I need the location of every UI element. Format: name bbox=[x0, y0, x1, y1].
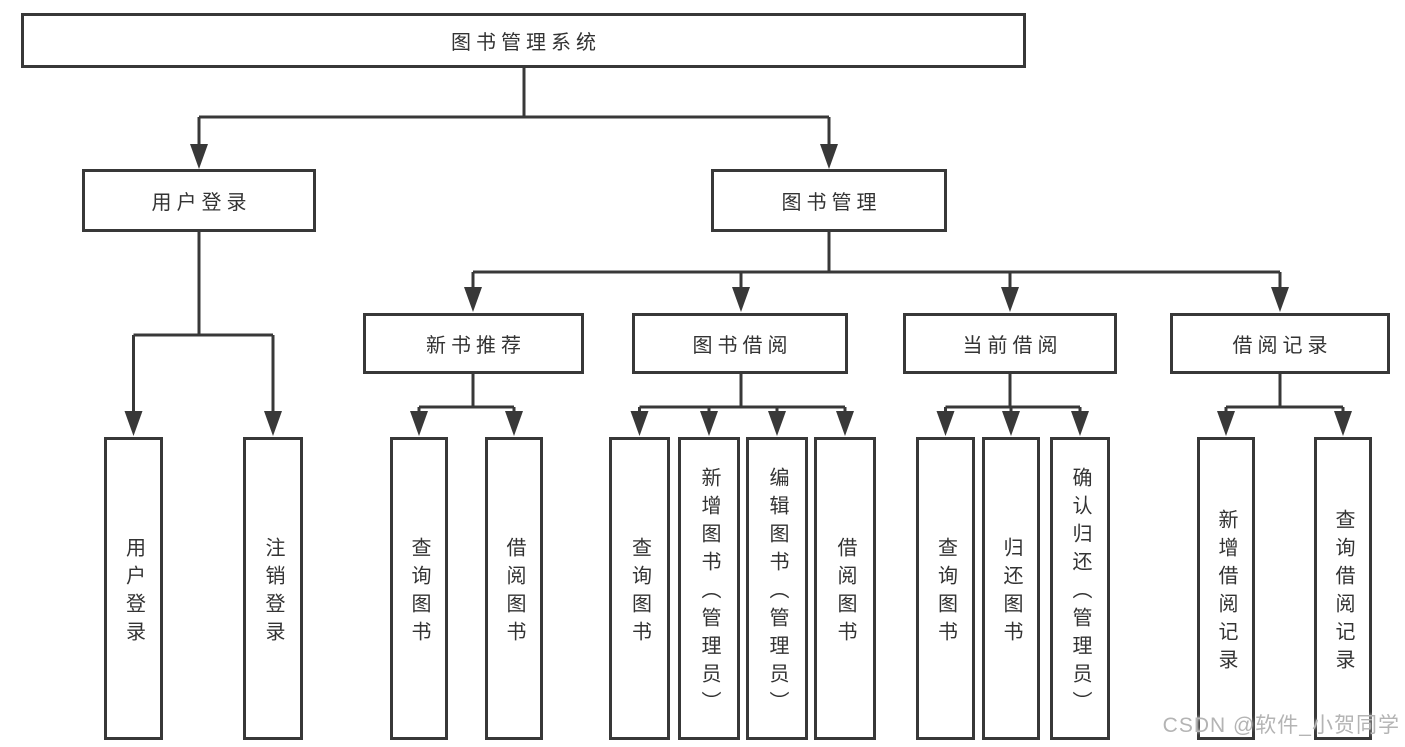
node-book-management: 图书管理 bbox=[711, 169, 947, 232]
csdn-watermark: CSDN @软件_小贺同学 bbox=[1162, 714, 1400, 737]
leaf-query-books-1-label: 查询图书 bbox=[408, 536, 430, 649]
node-borrowing-records: 借阅记录 bbox=[1170, 313, 1390, 374]
node-system-root-label: 图书管理系统 bbox=[451, 32, 601, 54]
node-book-borrowing: 图书借阅 bbox=[632, 313, 848, 374]
leaf-confirm-return-admin-label: 确认归还（管理员） bbox=[1069, 466, 1091, 719]
leaf-edit-book-admin: 编辑图书（管理员） bbox=[746, 437, 808, 740]
leaf-confirm-return-admin: 确认归还（管理员） bbox=[1050, 437, 1110, 740]
leaf-borrow-books-2-label: 借阅图书 bbox=[834, 536, 856, 649]
node-current-borrowing: 当前借阅 bbox=[903, 313, 1117, 374]
node-user-login: 用户登录 bbox=[82, 169, 316, 232]
node-system-root: 图书管理系统 bbox=[21, 13, 1026, 68]
leaf-query-borrow-record-label: 查询借阅记录 bbox=[1332, 508, 1354, 677]
node-book-management-label: 图书管理 bbox=[781, 192, 882, 214]
leaf-add-book-admin-label: 新增图书（管理员） bbox=[698, 466, 720, 719]
arrowheads bbox=[124, 144, 1352, 436]
leaf-borrow-books-1: 借阅图书 bbox=[485, 437, 543, 740]
edge-strokes bbox=[132, 68, 1345, 420]
node-current-borrowing-label: 当前借阅 bbox=[962, 335, 1063, 357]
node-new-book-recommend: 新书推荐 bbox=[363, 313, 584, 374]
leaf-return-book: 归还图书 bbox=[982, 437, 1040, 740]
leaf-query-books-3-label: 查询图书 bbox=[934, 536, 957, 649]
leaf-query-books-1: 查询图书 bbox=[390, 437, 448, 740]
leaf-user-login: 用户登录 bbox=[104, 437, 163, 740]
leaf-query-books-2-label: 查询图书 bbox=[628, 536, 651, 649]
leaf-user-login-label: 用户登录 bbox=[122, 536, 145, 649]
node-user-login-label: 用户登录 bbox=[151, 192, 252, 214]
leaf-logout: 注销登录 bbox=[243, 437, 303, 740]
leaf-add-borrow-record-label: 新增借阅记录 bbox=[1215, 508, 1237, 677]
leaf-borrow-books-1-label: 借阅图书 bbox=[503, 536, 525, 649]
node-borrowing-records-label: 借阅记录 bbox=[1232, 335, 1333, 357]
leaf-query-books-3: 查询图书 bbox=[916, 437, 975, 740]
leaf-query-books-2: 查询图书 bbox=[609, 437, 670, 740]
leaf-borrow-books-2: 借阅图书 bbox=[814, 437, 876, 740]
node-new-book-recommend-label: 新书推荐 bbox=[426, 335, 526, 357]
leaf-query-borrow-record: 查询借阅记录 bbox=[1314, 437, 1372, 740]
leaf-edit-book-admin-label: 编辑图书（管理员） bbox=[766, 466, 788, 719]
node-book-borrowing-label: 图书借阅 bbox=[692, 335, 793, 357]
leaf-logout-label: 注销登录 bbox=[262, 536, 284, 649]
leaf-add-borrow-record: 新增借阅记录 bbox=[1197, 437, 1255, 740]
leaf-return-book-label: 归还图书 bbox=[1000, 536, 1022, 649]
leaf-add-book-admin: 新增图书（管理员） bbox=[678, 437, 740, 740]
